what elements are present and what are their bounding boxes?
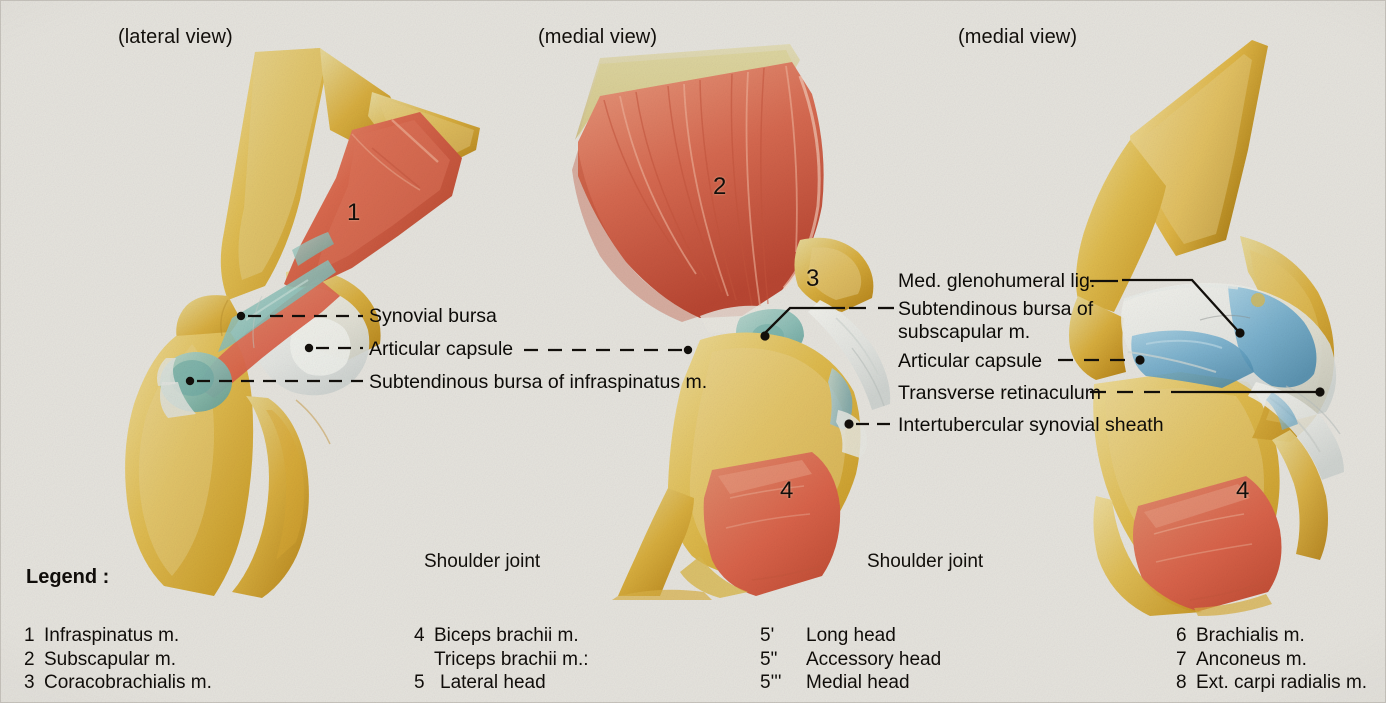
figure-number-1: 1 [347, 199, 361, 226]
legend-item: 2 Subscapular m. [24, 648, 212, 672]
legend-item: 5" Accessory head [760, 648, 941, 672]
callout-subtendinous-bursa-infraspinatus: Subtendinous bursa of infraspinatus m. [369, 371, 708, 393]
callout-articular-capsule-right: Articular capsule [898, 350, 1043, 372]
legend-label: Subscapular m. [44, 648, 177, 670]
legend-item: 5' Long head [760, 624, 941, 648]
figure-number-4-middle: 4 [780, 477, 794, 504]
legend-item: 7 Anconeus m. [1176, 648, 1367, 672]
legend-title: Legend : [26, 566, 110, 588]
legend-item: 1 Infraspinatus m. [24, 624, 212, 648]
legend-item: Triceps brachii m.: [414, 648, 589, 672]
legend-key: 4 [414, 625, 425, 646]
legend-key: 5''' [760, 672, 782, 693]
callout-med-glenohumeral-lig: Med. glenohumeral lig. [898, 270, 1096, 292]
legend-col-1: 1 Infraspinatus m. 2 Subscapular m. 3 Co… [24, 624, 212, 695]
legend-item: 5 Lateral head [414, 671, 589, 695]
legend-key: 5' [760, 625, 775, 646]
legend-key: 5 [414, 672, 425, 693]
legend-key: 3 [24, 672, 35, 693]
callout-transverse-retinaculum: Transverse retinaculum [898, 382, 1102, 404]
legend-key: 8 [1176, 672, 1187, 693]
figure-number-3: 3 [806, 265, 820, 292]
legend-key: 1 [24, 625, 35, 646]
legend-label: Infraspinatus m. [44, 625, 180, 646]
callout-articular-capsule-left: Articular capsule [369, 338, 514, 360]
legend-col-3: 5' Long head 5" Accessory head 5''' Medi… [760, 624, 941, 695]
legend-label: Ext. carpi radialis m. [1196, 672, 1368, 693]
legend-item: 3 Coracobrachialis m. [24, 671, 212, 695]
legend-col-2: 4 Biceps brachii m. Triceps brachii m.: … [414, 624, 589, 695]
callout-intertubercular-synovial-sheath: Intertubercular synovial sheath [898, 414, 1164, 436]
legend-label: Long head [806, 625, 896, 646]
legend-key: 5" [760, 648, 778, 670]
figure-medial-view-middle [572, 44, 891, 600]
legend-label: Biceps brachii m. [434, 625, 579, 646]
view-label-lateral: (lateral view) [118, 26, 233, 48]
legend-item: 8 Ext. carpi radialis m. [1176, 671, 1367, 695]
legend-item: 4 Biceps brachii m. [414, 624, 589, 648]
view-label-medial-middle: (medial view) [538, 26, 658, 48]
legend-col-4: 6 Brachialis m. 7 Anconeus m. 8 Ext. car… [1176, 624, 1367, 695]
legend-item: 5''' Medial head [760, 671, 941, 695]
figure-number-4-right: 4 [1236, 477, 1250, 504]
callout-subtendinous-bursa-subscapular: Subtendinous bursa of subscapular m. [898, 298, 1094, 343]
view-label-medial-right: (medial view) [958, 26, 1078, 48]
legend-label: Anconeus m. [1196, 648, 1307, 670]
figure-number-2: 2 [713, 173, 727, 200]
legend-label: Coracobrachialis m. [44, 672, 212, 693]
caption-shoulder-joint-right: Shoulder joint [867, 551, 984, 572]
legend-key: 6 [1176, 625, 1187, 646]
legend-label: Lateral head [440, 672, 546, 693]
caption-shoulder-joint-left: Shoulder joint [424, 551, 541, 572]
legend-label: Triceps brachii m.: [434, 648, 589, 670]
legend-label: Medial head [806, 672, 910, 693]
legend-key: 2 [24, 648, 35, 670]
callout-synovial-bursa: Synovial bursa [369, 305, 497, 327]
legend-label: Accessory head [806, 648, 942, 670]
legend-item: 6 Brachialis m. [1176, 624, 1367, 648]
legend-label: Brachialis m. [1196, 625, 1305, 646]
legend-key: 7 [1176, 648, 1187, 670]
